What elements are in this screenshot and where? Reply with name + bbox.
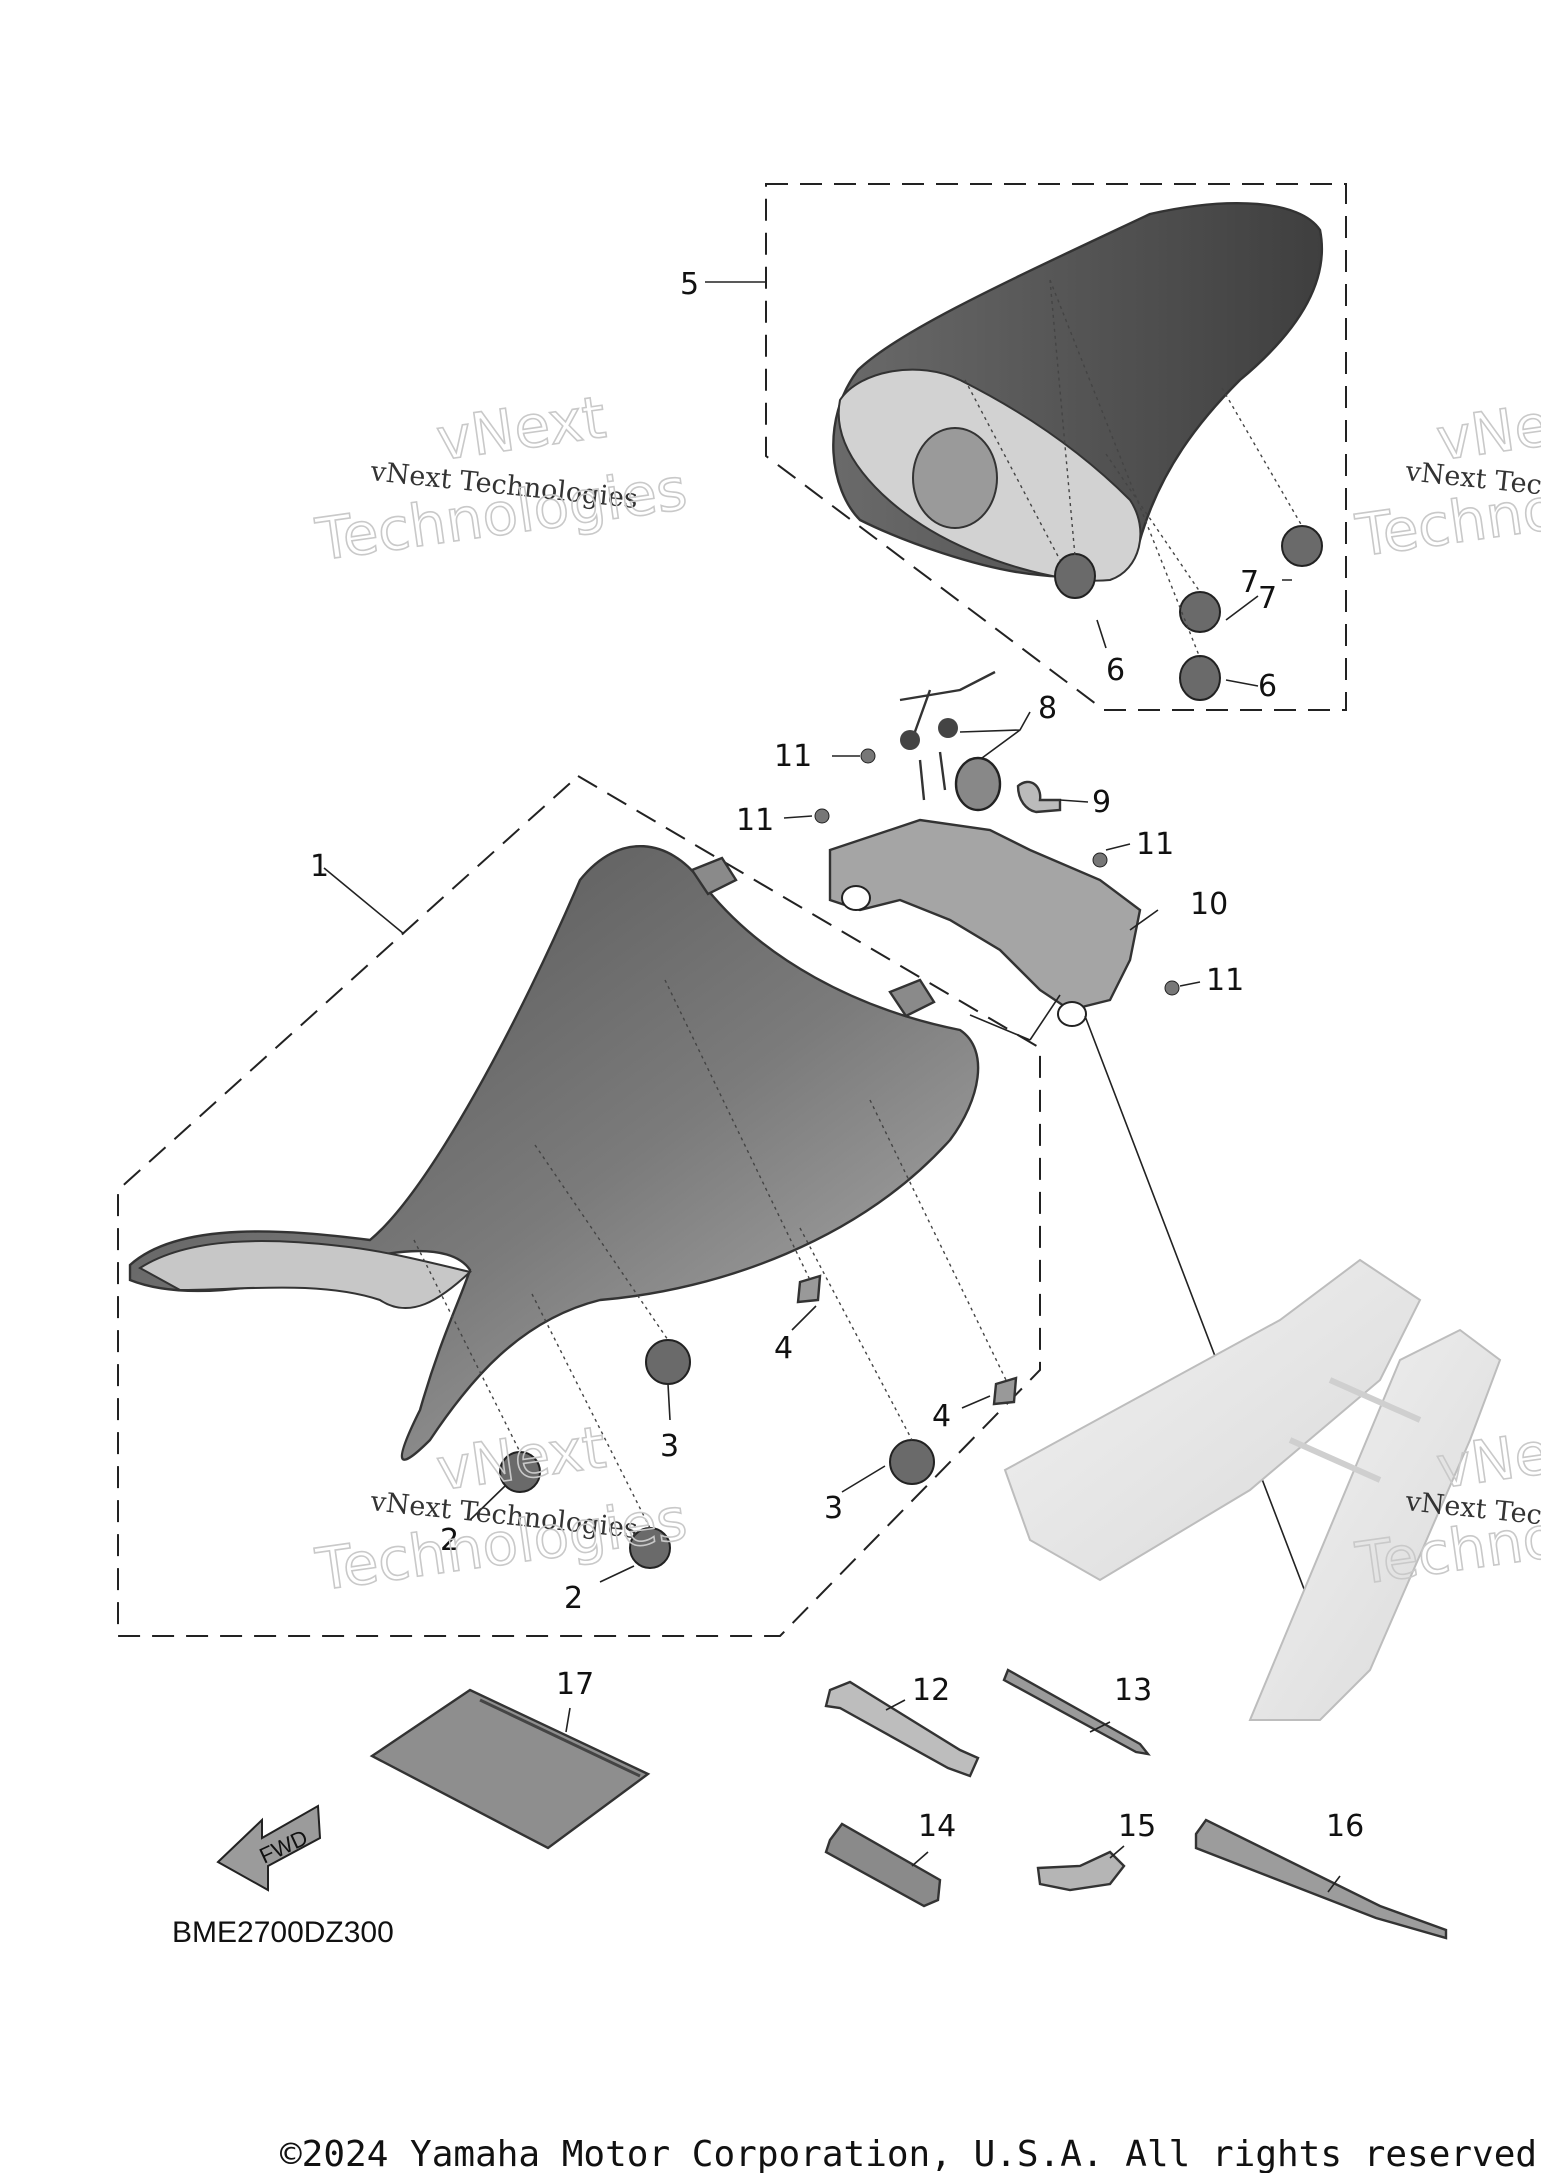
key-head-2 — [938, 718, 958, 738]
callout-16: 16 — [1326, 1809, 1364, 1844]
grommet-2b — [629, 1527, 671, 1569]
screwdriver-blade — [1002, 1668, 1151, 1756]
tool-kit — [369, 1668, 1448, 1940]
callout-11a: 11 — [774, 739, 812, 774]
callout-8: 8 — [1038, 691, 1057, 726]
grommet-2a — [499, 1451, 541, 1493]
tool-bag — [369, 1688, 651, 1850]
callout-2a: 2 — [440, 1523, 459, 1558]
lock-cylinder — [954, 756, 1002, 812]
screwdriver-handle — [824, 1822, 942, 1908]
bracket-hole-2 — [1057, 1001, 1087, 1027]
grommet-6a — [1054, 553, 1096, 599]
callout-3b: 3 — [824, 1491, 843, 1526]
callout-11d: 11 — [1206, 963, 1244, 998]
damper-7b — [1281, 525, 1323, 567]
callout-13: 13 — [1114, 1673, 1152, 1708]
callout-7a: 7 — [1240, 565, 1259, 600]
callout-15: 15 — [1118, 1809, 1156, 1844]
callout-3a: 3 — [660, 1429, 679, 1464]
seat-stopper-4b — [992, 1376, 1018, 1406]
callout-9: 9 — [1092, 785, 1111, 820]
callout-5: 5 — [680, 267, 699, 302]
callout-14: 14 — [918, 1809, 956, 1844]
seat-hook-rear — [888, 978, 936, 1018]
key-set — [899, 670, 996, 801]
callouts: 1 2 2 3 3 4 4 5 6 6 7 7 8 9 10 11 11 11 … — [310, 267, 1364, 1844]
seat-cushions — [499, 1339, 935, 1569]
damper-7a — [1179, 591, 1221, 633]
callout-6b: 6 — [1258, 669, 1277, 704]
rear-seat-recess — [912, 427, 998, 529]
seat-hook-front — [690, 856, 738, 896]
front-seat — [128, 844, 980, 1461]
callout-7b: 7 — [1258, 581, 1277, 616]
front-seat-group — [117, 774, 1041, 1637]
bolts-11 — [814, 748, 1180, 996]
callout-2b: 2 — [564, 1581, 583, 1616]
callout-10: 10 — [1190, 887, 1228, 922]
wrench — [824, 1680, 980, 1778]
callout-11c: 11 — [1136, 827, 1174, 862]
cushion-3b — [889, 1439, 935, 1485]
bolt-11a — [860, 748, 876, 764]
rear-seat-dashed-frame — [765, 183, 1347, 711]
key-head — [900, 730, 920, 750]
bracket-hole — [841, 885, 871, 911]
callout-4b: 4 — [932, 1399, 951, 1434]
bolt-11c — [1092, 852, 1108, 868]
extension-bar — [1194, 1818, 1448, 1940]
bolt-11b — [814, 808, 830, 824]
lock-bracket-group — [783, 670, 1336, 1671]
front-seat-underside — [138, 1240, 473, 1310]
seat-stopper-4a — [796, 1274, 822, 1304]
lock-clip — [1016, 780, 1062, 814]
copyright-text: ©2024 Yamaha Motor Corporation, U.S.A. A… — [280, 2134, 1537, 2173]
rear-seat-grommets — [1054, 525, 1323, 701]
ghost-rear-frame — [1003, 1258, 1502, 1721]
grommet-6b — [1179, 655, 1221, 701]
callout-12: 12 — [912, 1673, 950, 1708]
cushion-3a — [645, 1339, 691, 1385]
callout-4a: 4 — [774, 1331, 793, 1366]
seat-lock-bracket — [828, 818, 1142, 1012]
hook-wrench — [1036, 1850, 1126, 1892]
callout-11b: 11 — [736, 803, 774, 838]
drawing-code: BME2700DZ300 — [172, 1916, 394, 1949]
front-seat-dashed-frame — [117, 774, 1041, 1637]
callout-17: 17 — [556, 1667, 594, 1702]
bolt-11d — [1164, 980, 1180, 996]
callout-1: 1 — [310, 849, 329, 884]
callout-6a: 6 — [1106, 653, 1125, 688]
